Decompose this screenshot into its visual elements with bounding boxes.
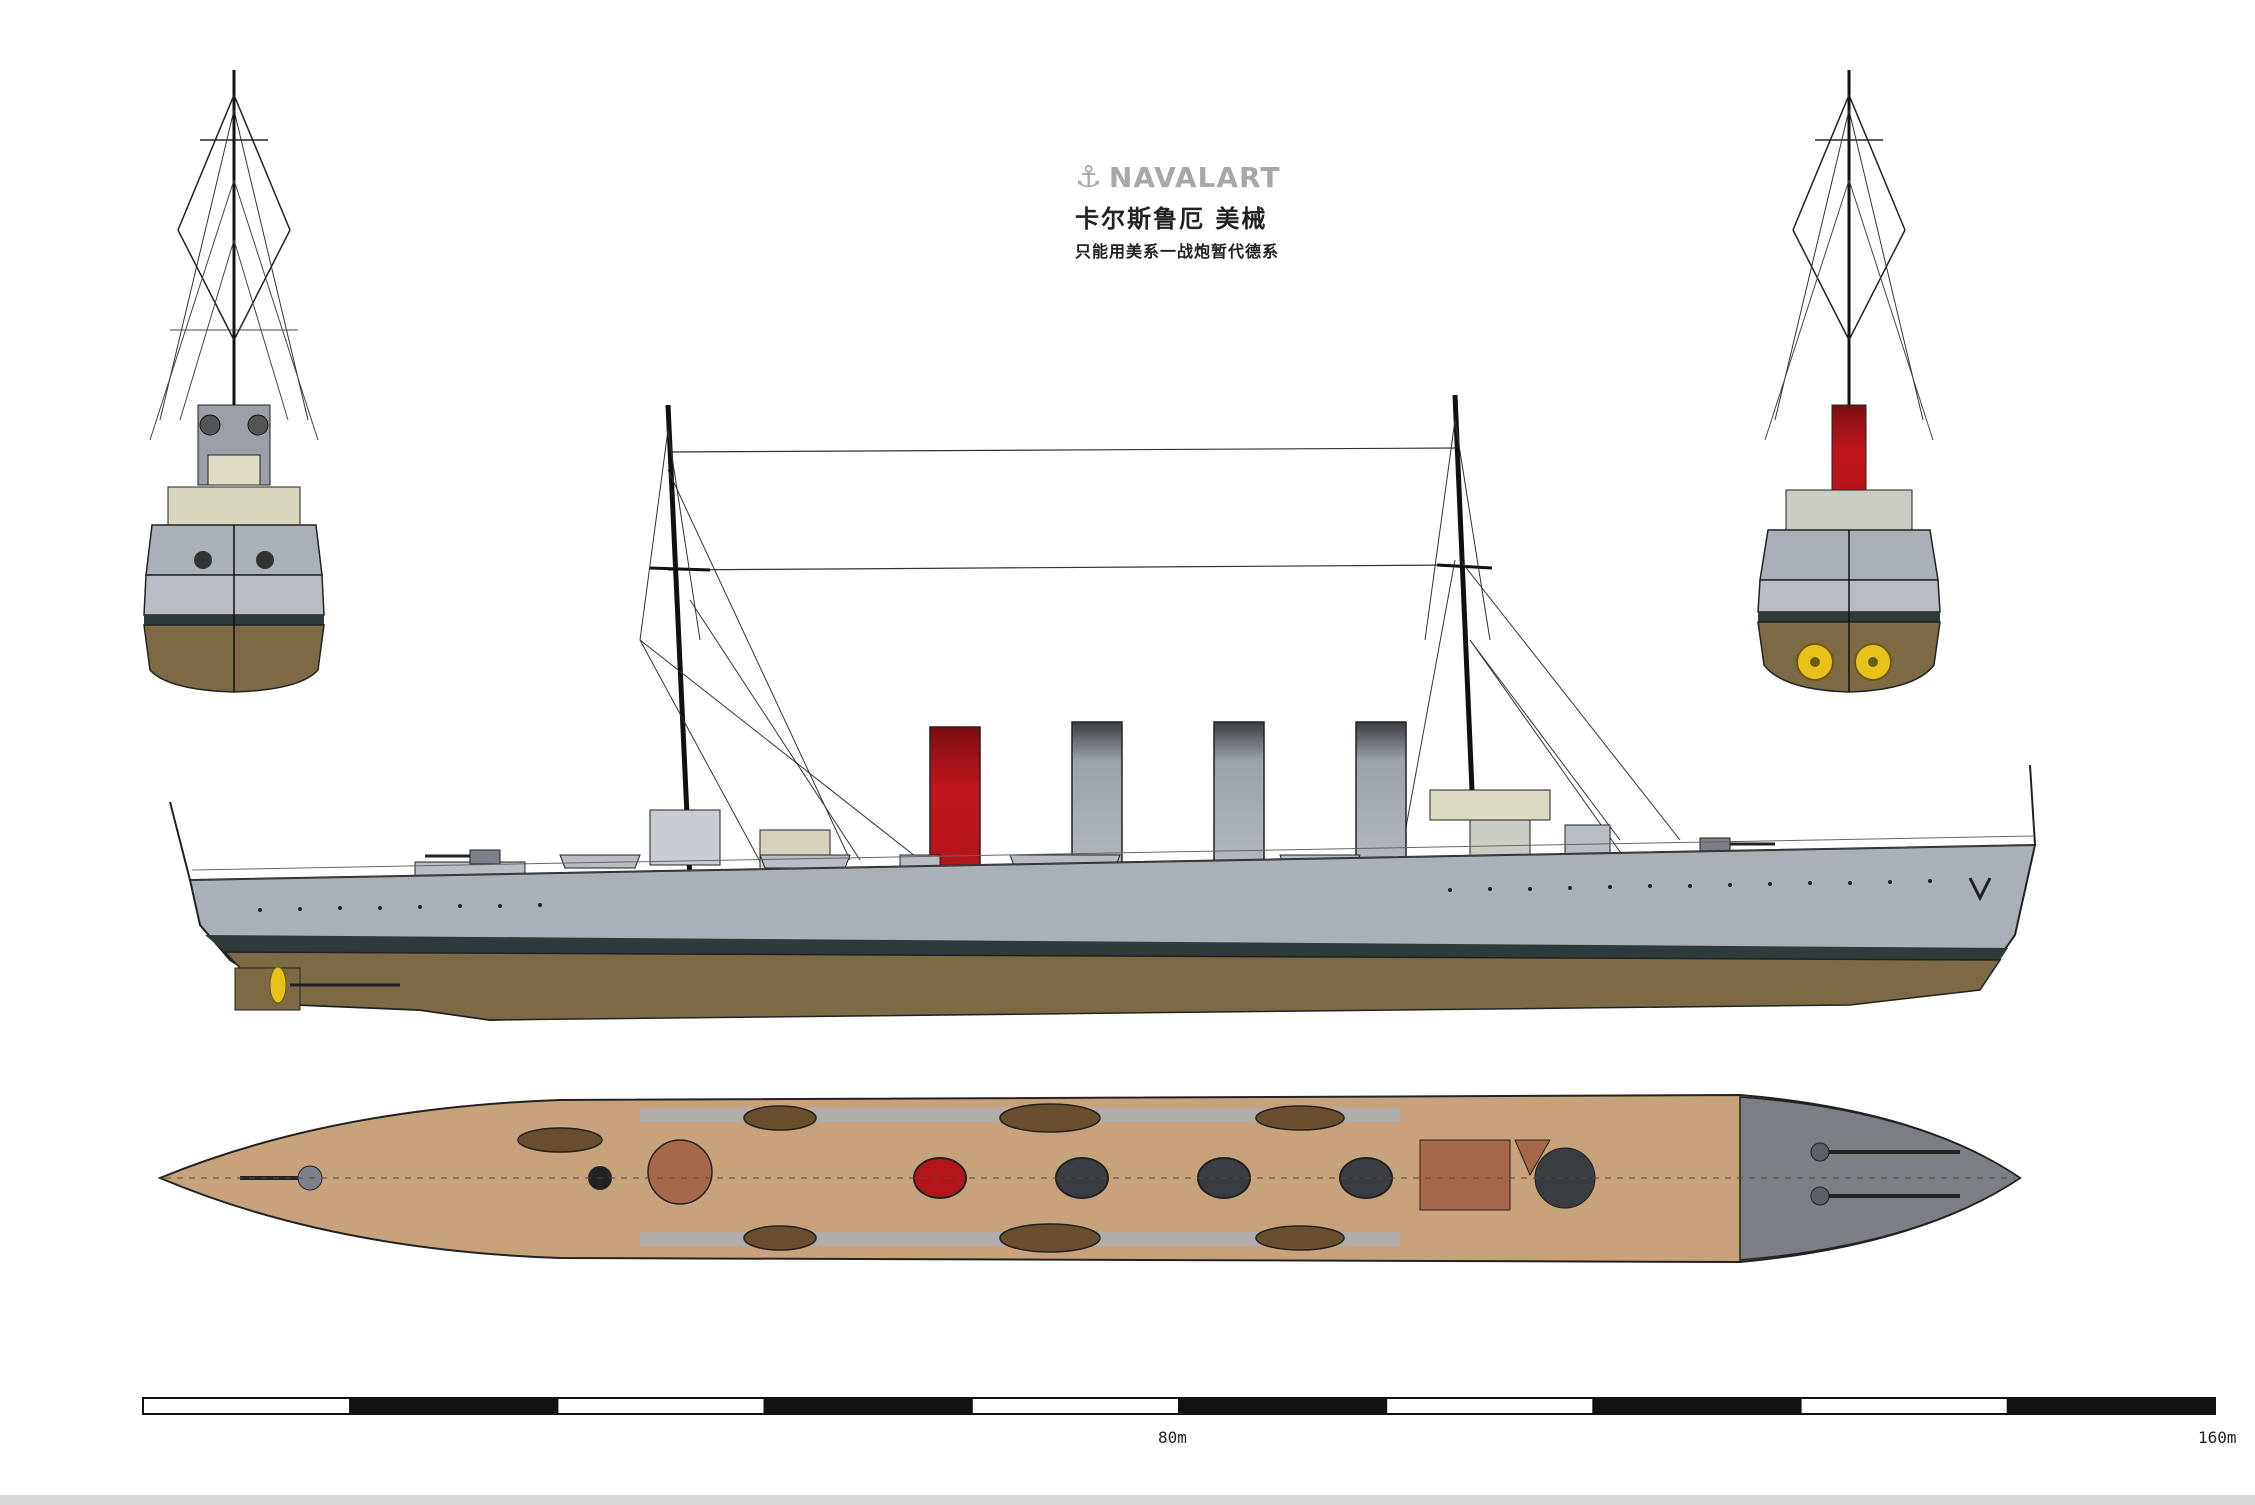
anchor-icon (1968, 877, 1992, 902)
brand-text: NAVALART (1108, 161, 1281, 194)
ship-subtitle: 只能用美系一战炮暂代德系 (1075, 242, 1280, 261)
anchor-icon: ⚓ (1075, 160, 1103, 195)
scale-segment (2006, 1397, 2217, 1415)
scale-label-end: 160m (2198, 1428, 2237, 1447)
propeller-icon (1854, 643, 1892, 681)
scale-segment (1178, 1397, 1388, 1415)
scale-segment (556, 1397, 766, 1415)
propeller-icon (269, 966, 287, 1004)
side-profile (169, 394, 2037, 1022)
scale-segment (142, 1397, 352, 1415)
bow-view (143, 70, 325, 693)
funnel-3 (1213, 721, 1265, 878)
funnel-4 (1355, 721, 1407, 878)
ship-name: 卡尔斯鲁厄 美械 (1075, 205, 1268, 233)
scale-bar (142, 1397, 2217, 1415)
deck-plan (157, 1093, 2022, 1264)
stern-view (1757, 70, 1941, 693)
scale-segment (763, 1397, 973, 1415)
brand-logo: ⚓ NAVALART (1075, 160, 1375, 195)
scale-segment (1385, 1397, 1595, 1415)
scale-segment (349, 1397, 559, 1415)
scale-segment (1799, 1397, 2009, 1415)
funnel-1 (929, 726, 981, 878)
title-block: ⚓ NAVALART 卡尔斯鲁厄 美械 只能用美系一战炮暂代德系 (1075, 160, 1375, 262)
scale-label-mid: 80m (1158, 1428, 1187, 1447)
propeller-icon (1796, 643, 1834, 681)
scale-segment (1592, 1397, 1802, 1415)
scale-segment (970, 1397, 1180, 1415)
bottom-strip (0, 1495, 2255, 1505)
